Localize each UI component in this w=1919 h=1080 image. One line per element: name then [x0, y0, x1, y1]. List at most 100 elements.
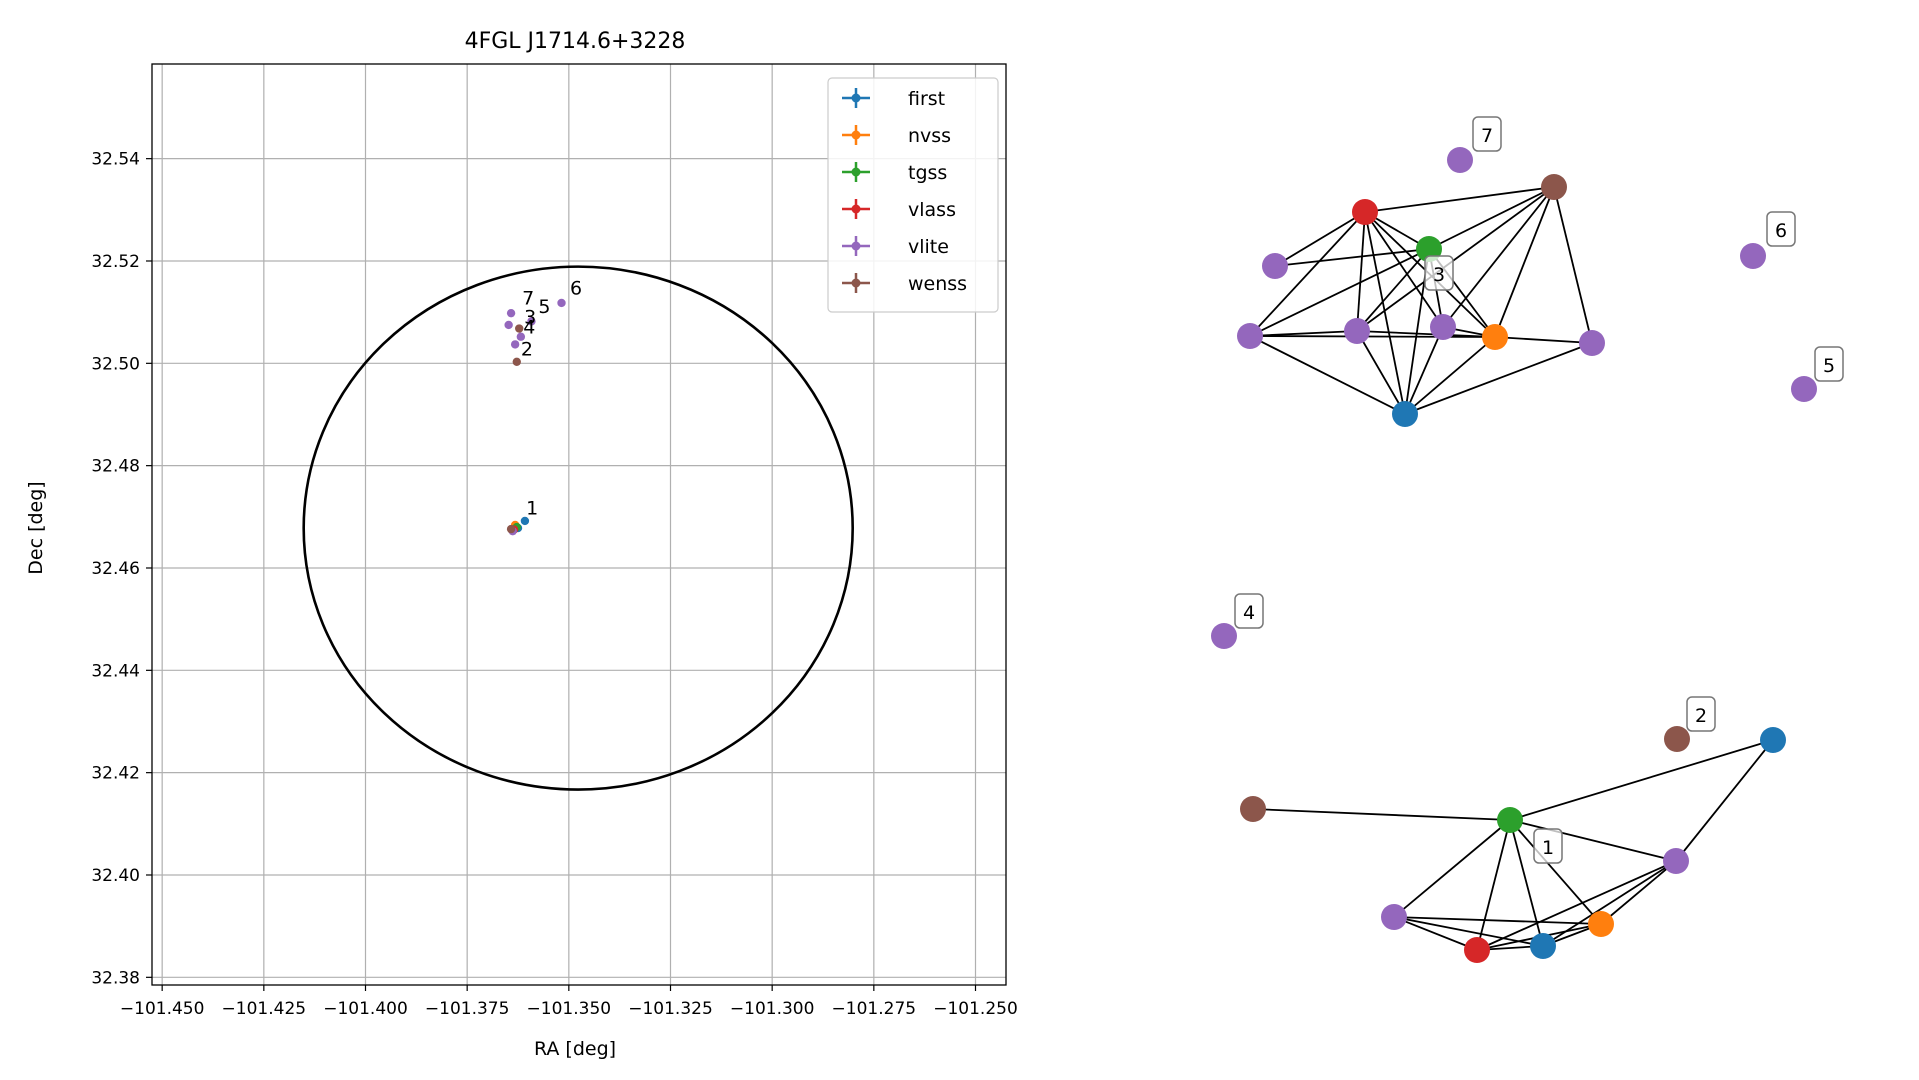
- network-graph: 7 6 3 5 4 2 1: [1211, 116, 1844, 963]
- group-label-text: 3: [1433, 264, 1445, 286]
- data-point-vlite: [557, 298, 566, 308]
- network-node-tgss: [1497, 807, 1523, 833]
- network-node-nvss: [1482, 324, 1508, 350]
- y-tick: 32.46: [91, 559, 152, 579]
- network-group-label: 4: [1234, 593, 1264, 629]
- network-node-vlite: [1447, 147, 1473, 173]
- network-edge: [1404, 326, 1444, 415]
- x-tick-label: −101.325: [628, 999, 713, 1019]
- network-edge: [1600, 860, 1677, 925]
- y-tick-label: 32.38: [91, 968, 140, 988]
- legend-entry: nvss: [842, 125, 951, 147]
- network-edge: [1356, 330, 1496, 338]
- y-tick: 32.40: [91, 866, 152, 886]
- legend-label: wenss: [908, 273, 967, 295]
- network-edge: [1393, 916, 1602, 925]
- y-tick-label: 32.54: [91, 150, 140, 170]
- network-node-first: [1530, 933, 1556, 959]
- data-point-vlite: [527, 317, 536, 326]
- data-point-vlite: [504, 320, 513, 330]
- y-tick-label: 32.46: [91, 559, 140, 579]
- network-node-vlite: [1579, 330, 1605, 356]
- network-edges: [1249, 186, 1774, 951]
- group-label-text: 6: [1775, 220, 1787, 242]
- network-edge: [1356, 330, 1406, 415]
- network-node-first: [1392, 401, 1418, 427]
- data-point-wenss: [512, 357, 521, 366]
- data-point-vlite: [506, 308, 516, 318]
- group-label-box: [1814, 346, 1844, 382]
- network-edge: [1274, 248, 1430, 267]
- network-edge: [1509, 819, 1677, 862]
- network-edge: [1356, 211, 1366, 332]
- data-point-wenss: [506, 524, 516, 534]
- uncertainty-ellipse: [302, 265, 854, 791]
- legend-label: first: [908, 88, 945, 110]
- point-label: 1: [526, 497, 538, 519]
- network-edge: [1274, 211, 1366, 267]
- legend-entry: vlite: [842, 236, 949, 258]
- network-node-wenss: [1664, 726, 1690, 752]
- y-tick: 32.44: [91, 661, 152, 681]
- y-tick-label: 32.40: [91, 866, 140, 886]
- group-label-text: 1: [1542, 837, 1554, 859]
- legend-entry: vlass: [842, 199, 956, 221]
- y-tick: 32.48: [91, 457, 152, 477]
- network-group-label: 1: [1533, 828, 1563, 864]
- x-tick: −101.250: [933, 985, 1018, 1019]
- point-label: 3: [524, 306, 536, 328]
- network-group-label: 7: [1472, 116, 1502, 152]
- point-label: 5: [538, 296, 550, 318]
- x-tick-label: −101.300: [730, 999, 815, 1019]
- legend-marker-dot: [851, 204, 861, 214]
- network-edge: [1509, 739, 1774, 821]
- network-group-label: 5: [1814, 346, 1844, 382]
- network-group-label: 2: [1686, 696, 1716, 732]
- plot-frame: [151, 63, 1007, 986]
- network-edge: [1356, 248, 1430, 332]
- legend-label: nvss: [908, 125, 951, 147]
- y-axis-title: Dec [deg]: [25, 481, 47, 574]
- y-tick-label: 32.44: [91, 661, 140, 681]
- group-label-box: [1686, 696, 1716, 732]
- point-label: 6: [570, 277, 582, 299]
- legend-marker-dot: [851, 167, 861, 177]
- network-node-vlite: [1740, 243, 1766, 269]
- network-edge: [1404, 342, 1593, 415]
- legend-label: vlass: [908, 199, 956, 221]
- network-edge: [1509, 819, 1602, 925]
- x-tick: −101.275: [832, 985, 916, 1019]
- network-node-vlass: [1464, 937, 1490, 963]
- network-node-vlite: [1791, 376, 1817, 402]
- y-tick: 32.38: [91, 968, 152, 988]
- x-tick-label: −101.375: [425, 999, 510, 1019]
- x-tick-label: −101.450: [120, 999, 205, 1019]
- network-edge: [1393, 916, 1478, 951]
- y-axis-ticks: 32.38 32.40 32.42 32.44 32.46 32.48 32.50 32.52…: [91, 150, 152, 988]
- legend-label: tgss: [908, 162, 947, 184]
- legend-box: [827, 77, 999, 313]
- legend-entry: wenss: [842, 273, 967, 295]
- x-axis-ticks: −101.450−101.425−101.400−101.375−101.350…: [120, 985, 1018, 1019]
- grid-lines: [152, 64, 1006, 985]
- data-point-wenss: [515, 324, 524, 333]
- data-point-vlite: [510, 340, 520, 349]
- legend-label: vlite: [908, 236, 949, 258]
- legend: first nvss tgss vlass vlite wenss: [827, 77, 999, 313]
- data-points: [504, 298, 566, 536]
- chart-title: 4FGL J1714.6+3228: [465, 29, 686, 54]
- x-tick-label: −101.350: [527, 999, 612, 1019]
- network-node-nvss: [1588, 911, 1614, 937]
- y-tick: 32.50: [91, 354, 152, 374]
- y-tick: 32.42: [91, 764, 152, 784]
- network-edge: [1249, 211, 1366, 337]
- network-edge: [1494, 186, 1555, 338]
- y-tick: 32.52: [91, 252, 152, 272]
- y-tick: 32.54: [91, 150, 152, 170]
- network-node-vlite: [1262, 253, 1288, 279]
- point-label: 4: [523, 317, 535, 339]
- legend-entry: first: [842, 88, 945, 110]
- network-edge: [1249, 248, 1430, 337]
- network-node-vlite: [1344, 318, 1370, 344]
